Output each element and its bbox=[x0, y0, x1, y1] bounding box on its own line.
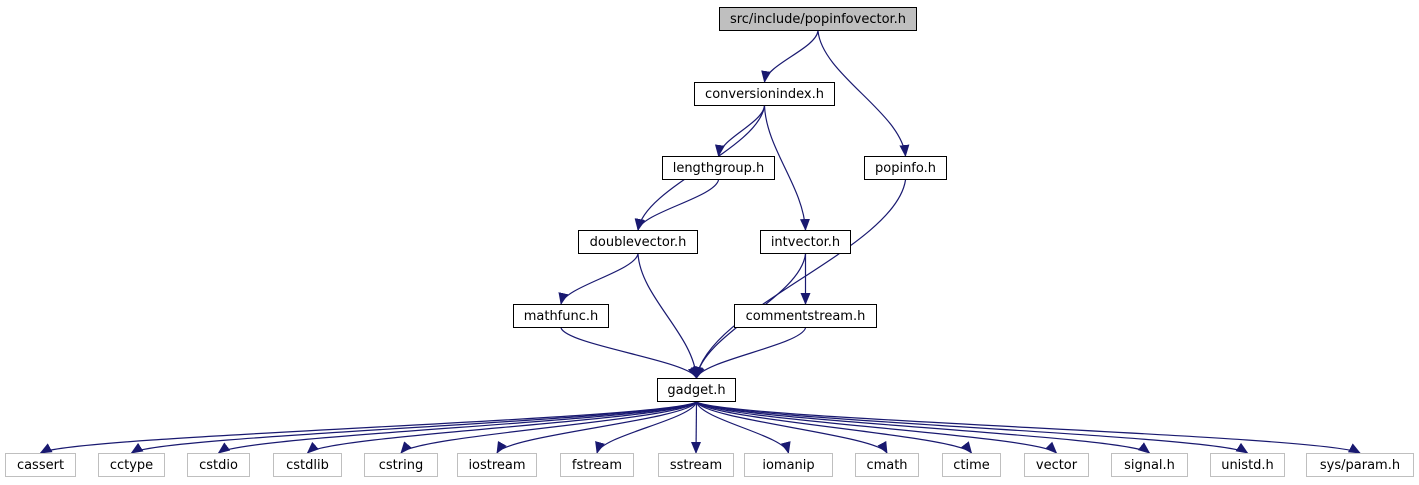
edge-conversionindex-to-intvector bbox=[763, 105, 810, 231]
node-conversionindex-h[interactable]: conversionindex.h bbox=[694, 82, 835, 106]
edge-doublevector-to-gadget bbox=[637, 253, 701, 379]
edge-gadget-to-signal bbox=[696, 401, 1151, 454]
edge-doublevector-to-mathfunc bbox=[558, 253, 639, 305]
node-vector[interactable]: vector bbox=[1024, 453, 1089, 477]
edge-popinfo-to-gadget bbox=[693, 179, 907, 379]
node-doublevector-h[interactable]: doublevector.h bbox=[578, 230, 698, 254]
node-iostream[interactable]: iostream bbox=[457, 453, 537, 477]
node-gadget-h[interactable]: gadget.h bbox=[657, 378, 736, 402]
node-popinfovector-h[interactable]: src/include/popinfovector.h bbox=[719, 7, 917, 31]
edge-gadget-to-cstring bbox=[400, 401, 697, 454]
node-cctype[interactable]: cctype bbox=[98, 453, 165, 477]
edge-gadget-to-vector bbox=[696, 401, 1058, 454]
node-mathfunc-h[interactable]: mathfunc.h bbox=[513, 304, 609, 328]
edge-gadget-to-cstdio bbox=[217, 401, 697, 454]
node-iomanip[interactable]: iomanip bbox=[744, 453, 833, 477]
node-intvector-h[interactable]: intvector.h bbox=[760, 230, 851, 254]
dependency-edges bbox=[39, 30, 1361, 454]
node-cstdio[interactable]: cstdio bbox=[187, 453, 250, 477]
node-sstream[interactable]: sstream bbox=[658, 453, 734, 477]
edge-gadget-to-cstdlib bbox=[306, 401, 697, 454]
node-fstream[interactable]: fstream bbox=[560, 453, 634, 477]
edge-root-to-popinfo bbox=[817, 30, 910, 157]
edge-gadget-to-cctype bbox=[130, 401, 697, 454]
edge-conversionindex-to-lengthgroup bbox=[715, 105, 766, 157]
node-cassert[interactable]: cassert bbox=[5, 453, 76, 477]
edge-gadget-to-fstream bbox=[595, 401, 698, 454]
edge-gadget-to-iomanip bbox=[695, 401, 791, 454]
edge-commentstream-to-gadget bbox=[695, 327, 807, 379]
edge-gadget-to-sysparam bbox=[696, 401, 1361, 454]
node-commentstream-h[interactable]: commentstream.h bbox=[734, 304, 877, 328]
node-cstdlib[interactable]: cstdlib bbox=[273, 453, 342, 477]
node-popinfo-h[interactable]: popinfo.h bbox=[864, 156, 947, 180]
node-ctime[interactable]: ctime bbox=[942, 453, 1001, 477]
node-sys-param-h[interactable]: sys/param.h bbox=[1306, 453, 1414, 477]
edge-gadget-to-unistd bbox=[696, 401, 1249, 454]
edge-mathfunc-to-gadget bbox=[560, 327, 698, 379]
node-cstring[interactable]: cstring bbox=[364, 453, 438, 477]
node-lengthgroup-h[interactable]: lengthgroup.h bbox=[662, 156, 775, 180]
node-cmath[interactable]: cmath bbox=[855, 453, 919, 477]
edge-gadget-to-ctime bbox=[696, 401, 973, 454]
node-signal-h[interactable]: signal.h bbox=[1111, 453, 1188, 477]
node-unistd-h[interactable]: unistd.h bbox=[1210, 453, 1285, 477]
edge-root-to-conversionindex bbox=[761, 30, 819, 83]
edge-gadget-to-cmath bbox=[695, 401, 888, 454]
edge-gadget-to-sstream bbox=[691, 401, 702, 454]
edge-gadget-to-cassert bbox=[39, 401, 697, 454]
edge-lengthgroup-to-doublevector bbox=[635, 179, 720, 231]
edge-gadget-to-iostream bbox=[496, 401, 698, 454]
